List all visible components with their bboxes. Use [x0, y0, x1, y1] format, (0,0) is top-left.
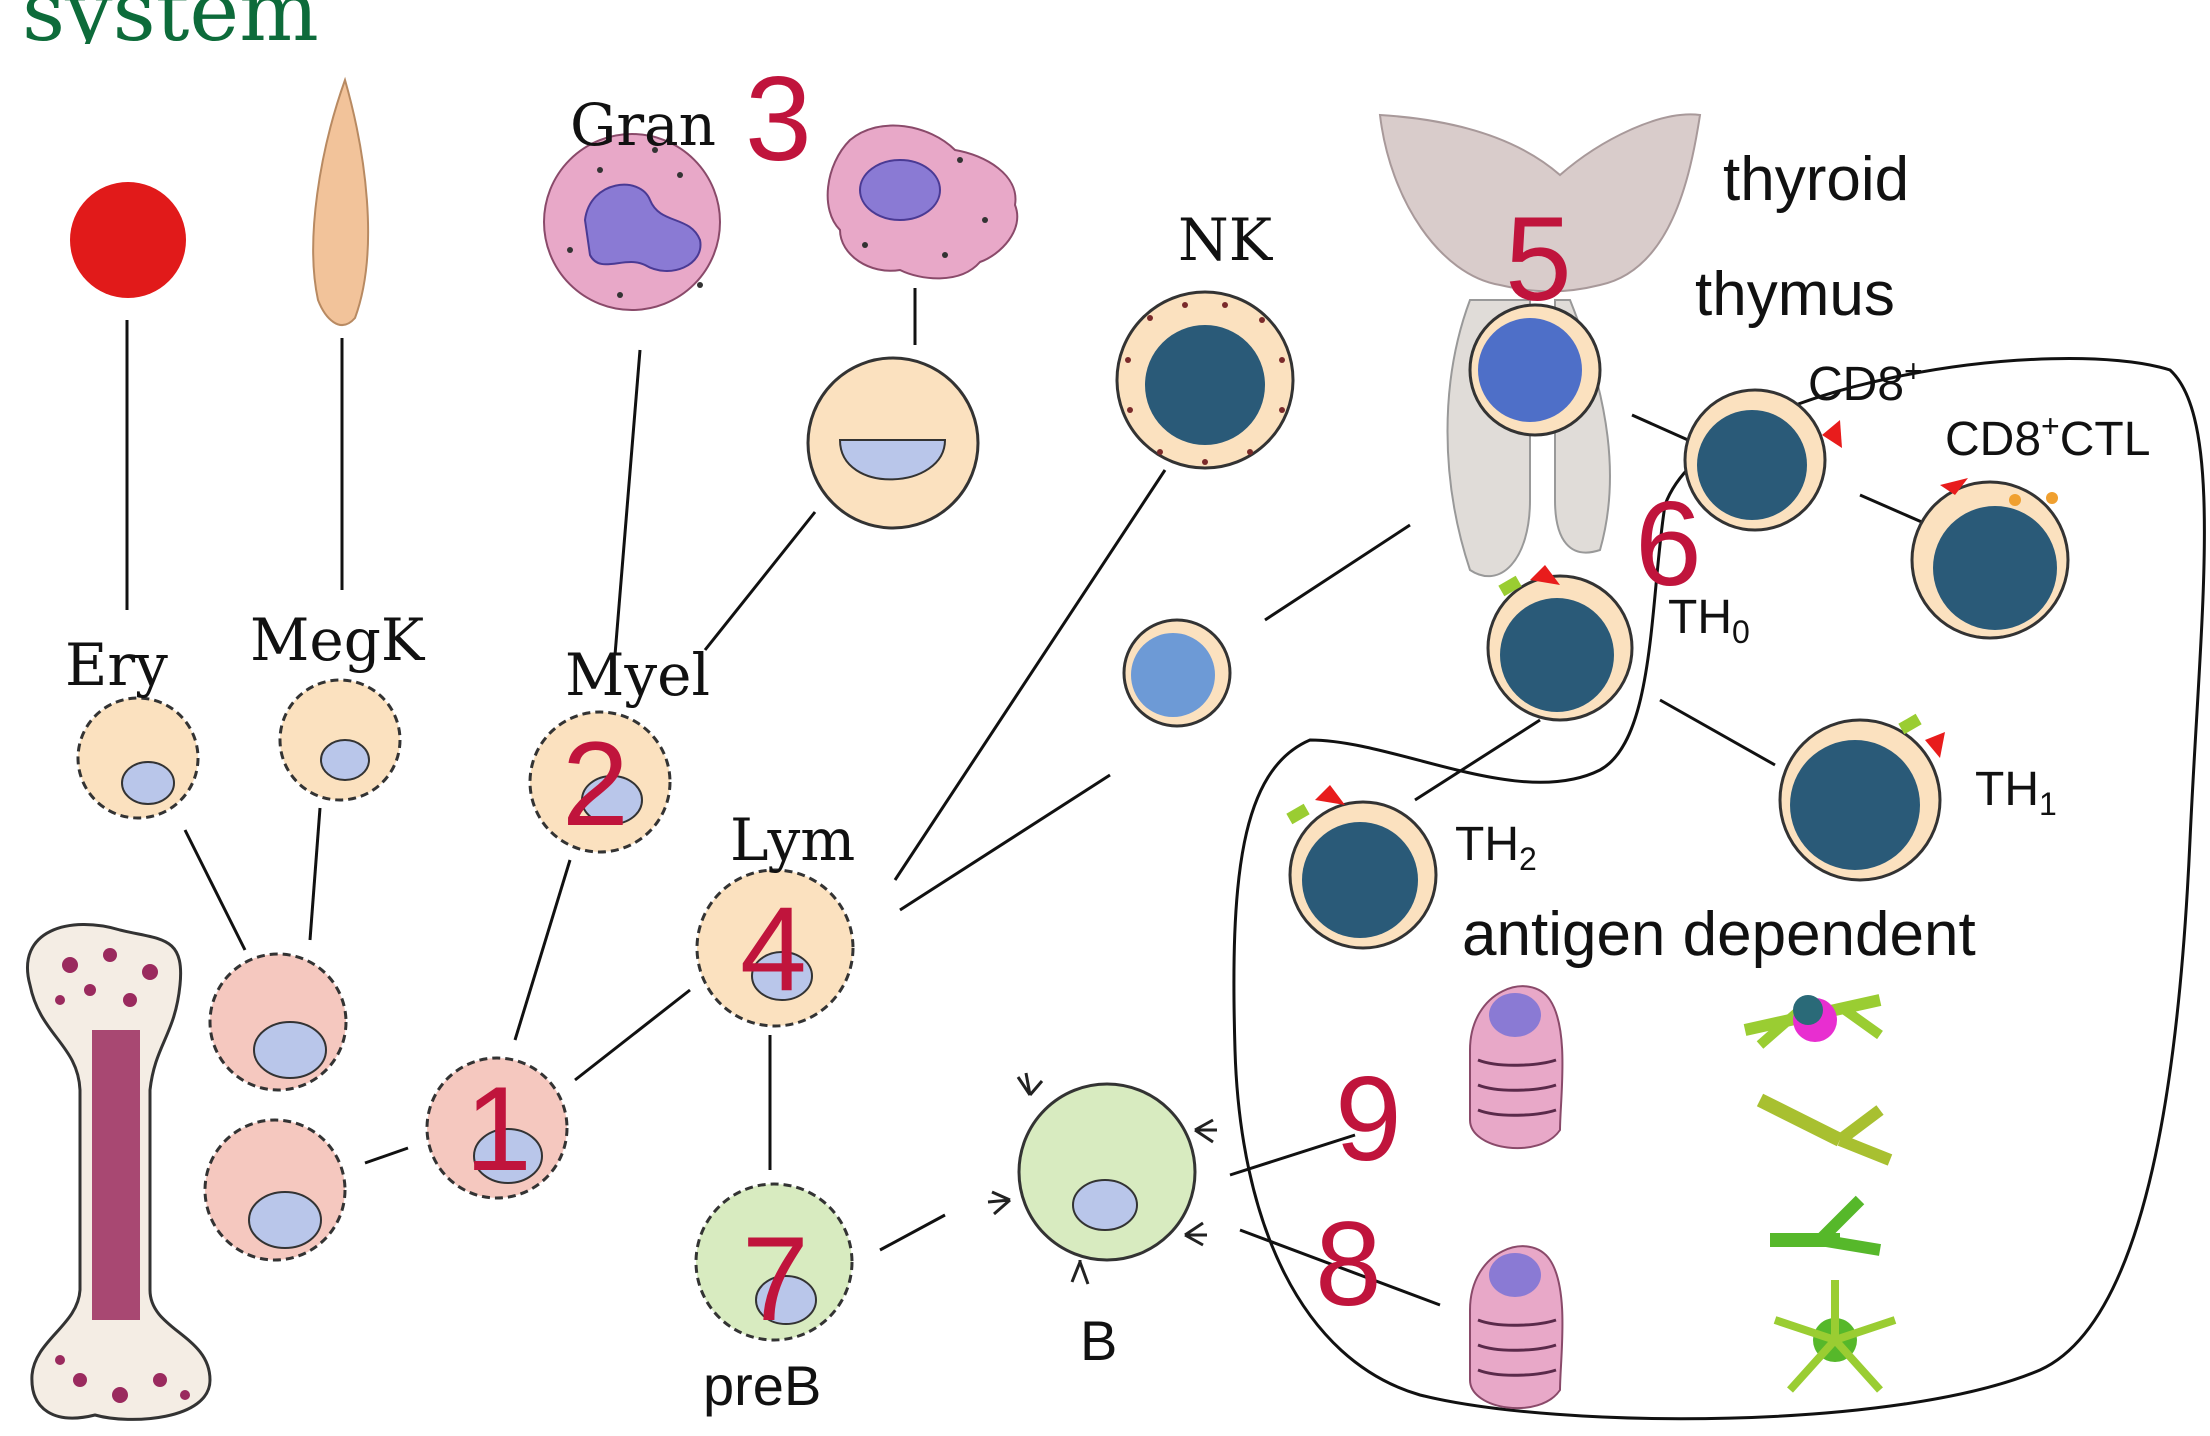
nk-cell	[1115, 290, 1295, 470]
megk-precursor-cell	[278, 678, 402, 802]
label-cd8-ctl: CD8+CTL	[1945, 408, 2150, 466]
label-myel: Myel	[565, 641, 710, 709]
myeloid-precursor-cell	[528, 710, 672, 854]
erythrocyte-cell	[70, 182, 186, 298]
progenitor-cell-upper	[208, 952, 348, 1092]
progenitor-cell-lower	[203, 1118, 347, 1262]
cd8-ctl-cell	[1910, 478, 2070, 640]
label-th2: TH2	[1455, 818, 1537, 877]
lineage-lines	[125, 288, 1941, 1307]
antigen-dependent-boundary	[1232, 357, 2206, 1421]
label-lym: Lym	[730, 806, 855, 874]
numeral-6: 6	[1635, 477, 1702, 611]
thymus-gland-icon	[1446, 299, 1611, 577]
th2-cell	[1286, 785, 1438, 950]
macrophage-cell	[826, 124, 1019, 280]
antibody-monomer-icon	[1756, 1093, 1893, 1166]
label-preb: preB	[703, 1354, 821, 1417]
th0-cell	[1486, 565, 1634, 722]
numeral-9: 9	[1335, 1052, 1402, 1186]
preb-cell	[694, 1182, 854, 1342]
antibody-pentamer-icon	[1773, 1280, 1897, 1393]
granulocyte-cell	[543, 133, 721, 311]
platelet-cell	[312, 76, 370, 326]
thyroid-gland-icon	[1378, 113, 1702, 293]
numeral-5: 5	[1505, 192, 1572, 326]
label-thymus: thymus	[1695, 260, 1895, 329]
label-ery: Ery	[65, 631, 168, 699]
numeral-3: 3	[745, 52, 812, 186]
label-nk: NK	[1178, 206, 1274, 274]
ery-precursor-cell	[76, 696, 200, 820]
numeral-8: 8	[1315, 1197, 1382, 1331]
plasma-cell-upper	[1469, 985, 1564, 1150]
stem-cell-1	[425, 1056, 569, 1200]
title-crop-mask	[0, 44, 560, 74]
b-cell	[987, 1072, 1217, 1285]
label-antigen-dependent: antigen dependent	[1462, 900, 1976, 969]
antibody-dimer-icon	[1770, 1195, 1881, 1256]
monocyte-precursor-cell	[806, 356, 980, 530]
label-th1: TH1	[1975, 763, 2057, 822]
label-th0: TH0	[1668, 591, 1750, 650]
numeral-2: 2	[562, 717, 629, 851]
label-megk: MegK	[250, 606, 426, 674]
bone-marrow-icon	[26, 923, 212, 1421]
label-b: B	[1080, 1309, 1117, 1372]
numeral-4: 4	[740, 882, 807, 1016]
label-cd8: CD8+	[1808, 353, 1923, 411]
lymphoid-progenitor-cell	[695, 868, 855, 1028]
plasma-cell-lower	[1469, 1245, 1564, 1410]
numeral-1: 1	[465, 1062, 532, 1196]
th1-cell	[1778, 713, 1945, 882]
antibody-antigen-complex-icon	[1743, 994, 1883, 1049]
pro-t-cell	[1122, 618, 1232, 728]
label-thyroid: thyroid	[1723, 145, 1909, 214]
numeral-7: 7	[742, 1212, 809, 1346]
label-gran: Gran	[570, 91, 716, 159]
cd8-t-cell	[1683, 388, 1842, 532]
